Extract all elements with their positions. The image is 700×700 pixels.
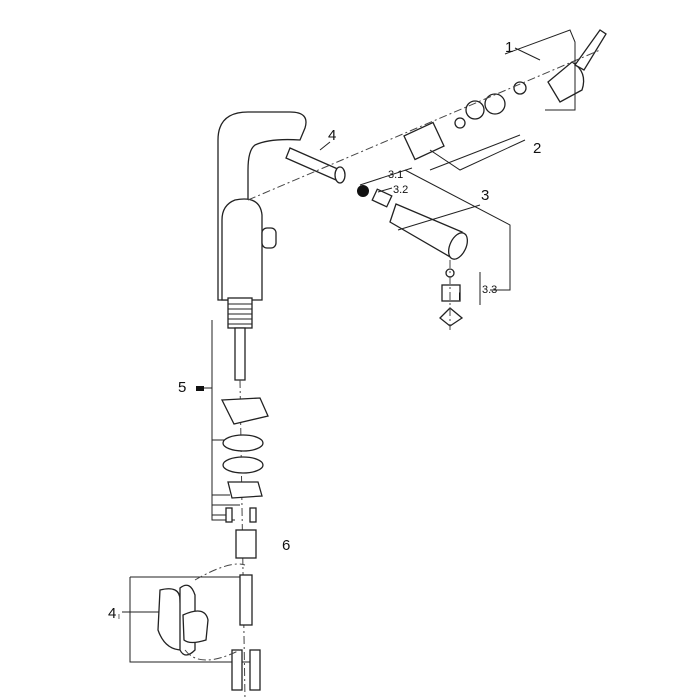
callout-5-marker (196, 386, 204, 391)
callout-3-3: 3.3 (482, 284, 497, 296)
callout-3-2: 3.2 (393, 184, 408, 196)
faucet-body (217, 111, 307, 381)
mounting-parts-5 (220, 397, 269, 523)
callout-3-1: 3.1 (388, 169, 403, 181)
callout-3: 3 (481, 187, 489, 204)
connector-part-6 (231, 529, 261, 691)
callout-1: 1 (505, 39, 513, 56)
callout-5: 5 (178, 379, 186, 396)
hose-guide-part-4 (157, 563, 246, 661)
leader-lines (122, 29, 576, 663)
callout-2: 2 (533, 140, 541, 157)
callout-4-lower-mark: I (118, 614, 120, 621)
spray-head-part-3 (357, 185, 469, 327)
callout-4-lower: 4 (108, 605, 116, 622)
callout-6: 6 (282, 537, 290, 554)
hose-part-4 (285, 147, 346, 184)
callout-4: 4 (328, 127, 336, 144)
callout-3-3-mark: I (458, 291, 461, 303)
